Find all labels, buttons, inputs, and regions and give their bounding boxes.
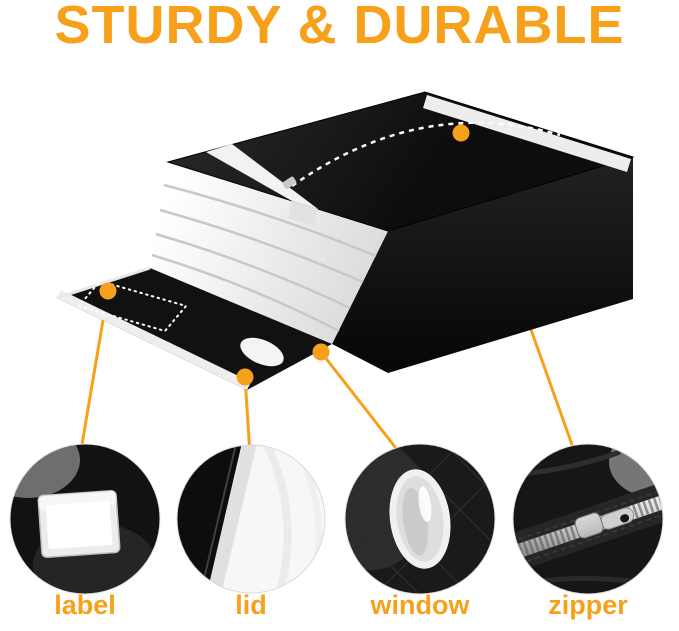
zipper-seam-dashes [291,121,561,188]
storage-box [56,91,635,390]
callout-circle-label [10,444,160,594]
flap-window-hole [240,337,284,367]
marker-dot-zipper [452,124,470,142]
callout-ring-lid [176,444,326,594]
callout-circle-zipper [513,444,663,594]
strap-left [206,144,318,209]
feature-caption-lid: lid [235,590,267,620]
flap-stitch-outline [77,279,188,333]
zipper-pull-hole [620,514,630,523]
headline: STURDY & DURABLE [54,0,625,55]
lid-binding-stitch [198,445,237,593]
callout-circle-window [345,444,495,594]
marker-dot-label [99,282,117,300]
marker-dot-window [312,343,330,361]
marker-dot-lid [236,368,254,386]
label-pocket [37,489,121,559]
flap-edge-trim [57,290,251,390]
lid-edge-band [423,95,631,172]
leader-line-label [76,289,110,470]
zipper-slider [574,512,604,539]
flap-top-trim [56,266,151,300]
box-side-face [332,157,633,373]
callout-ring-label [9,443,161,595]
callout-ring-zipper [512,443,664,595]
feature-caption-label: label [54,590,116,620]
lid-edge-binding [177,445,245,593]
clear-window-oval [389,469,451,569]
zipper-pull-top [282,176,297,189]
strap-left-wrap [288,201,318,226]
feature-caption-zipper: zipper [548,590,628,620]
feature-caption-window: window [370,590,470,620]
marker-dots [99,124,470,386]
callout-circle-lid [177,445,325,593]
linen-fold-lines [151,183,377,333]
callout-ring-window [344,443,496,595]
